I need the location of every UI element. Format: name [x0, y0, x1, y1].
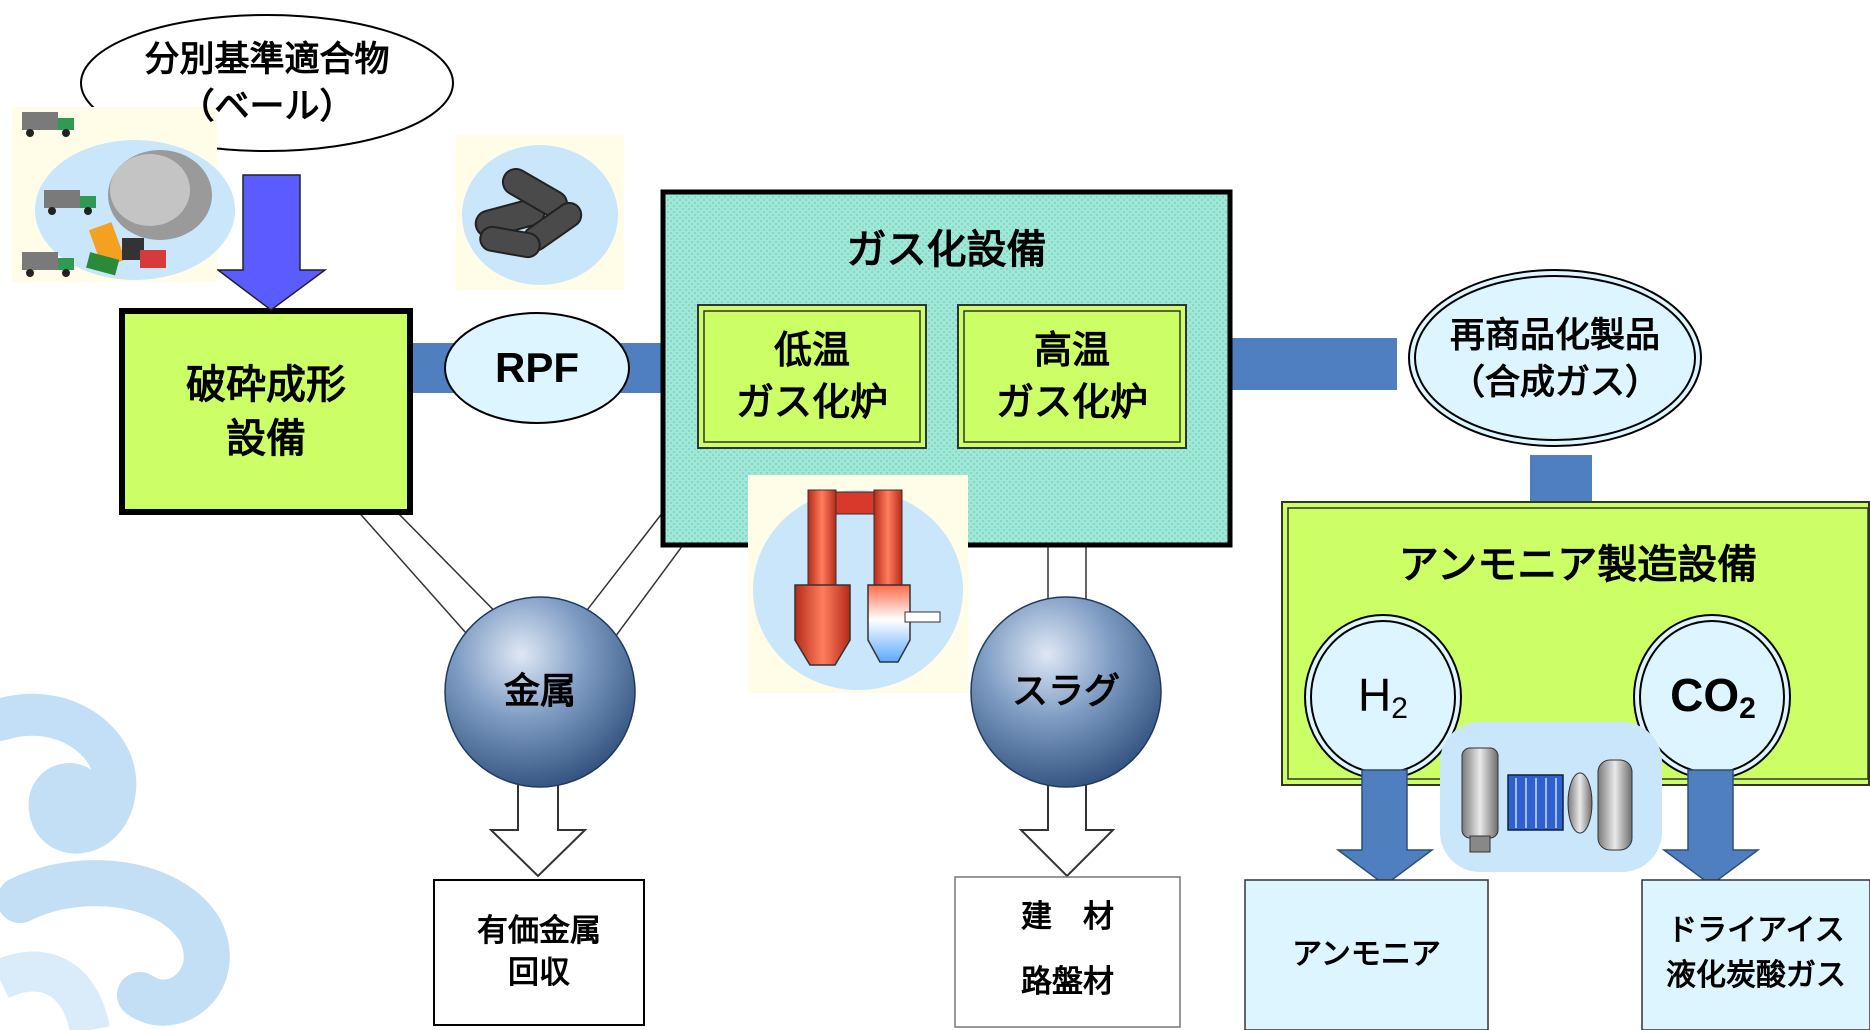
high-temp-furnace-label: 高温 ガス化炉: [995, 328, 1148, 424]
roadbed-material-label: 路盤材: [1021, 964, 1114, 1001]
metal-label: 金属: [503, 671, 576, 713]
input-arrow: [215, 174, 328, 311]
building-material-label: 建 材: [1021, 899, 1114, 936]
high-temp-furnace-box: [957, 304, 1187, 449]
metal-recovery-label: 有価金属 回収: [477, 912, 601, 991]
rpf-label: RPF: [495, 343, 579, 391]
gasifier-illustration: [748, 475, 968, 693]
low-temp-furnace-box: [697, 304, 927, 449]
ammonia-output-arrow: [1335, 769, 1435, 886]
metal-recovery-box: [433, 879, 645, 1026]
crusher-box: [119, 308, 413, 515]
h2-main: H: [1358, 668, 1392, 721]
input-label: 分別基準適合物 （ベール）: [144, 39, 390, 127]
crusher-label: 破砕成形 設備: [186, 361, 346, 462]
slag-output-arrow: [1018, 779, 1116, 878]
slag-label: スラグ: [1011, 671, 1120, 713]
watermark-swirl: [0, 693, 230, 1030]
metal-output-arrow: [488, 779, 588, 878]
ammonia-plant-title: アンモニア製造設備: [1398, 542, 1758, 588]
gasification-title: ガス化設備: [846, 227, 1047, 273]
rpf-ellipse: [444, 312, 630, 424]
rpf-pellets-illustration: [456, 135, 624, 290]
bale-trucks-illustration: [12, 107, 235, 282]
ammonia-output-label: アンモニア: [1292, 936, 1441, 972]
slag-sphere: [970, 596, 1162, 788]
h2-subscript: 2: [1391, 691, 1408, 725]
dryice-output-box: [1641, 879, 1870, 1030]
co2-subscript: 2: [1739, 691, 1756, 725]
ammonia-equipment-illustration: [1440, 722, 1662, 872]
product-label: 再商品化製品 （合成ガス）: [1449, 315, 1660, 403]
dryice-output-label: ドライアイス 液化炭酸ガス: [1666, 912, 1846, 993]
co2-main: CO: [1670, 668, 1740, 721]
metal-sphere: [444, 596, 636, 788]
dryice-output-arrow: [1661, 769, 1761, 886]
product-ellipse: [1408, 269, 1702, 447]
low-temp-furnace-label: 低温 ガス化炉: [735, 328, 888, 424]
ammonia-output-box: [1244, 879, 1489, 1030]
building-material-box: [954, 876, 1181, 1028]
